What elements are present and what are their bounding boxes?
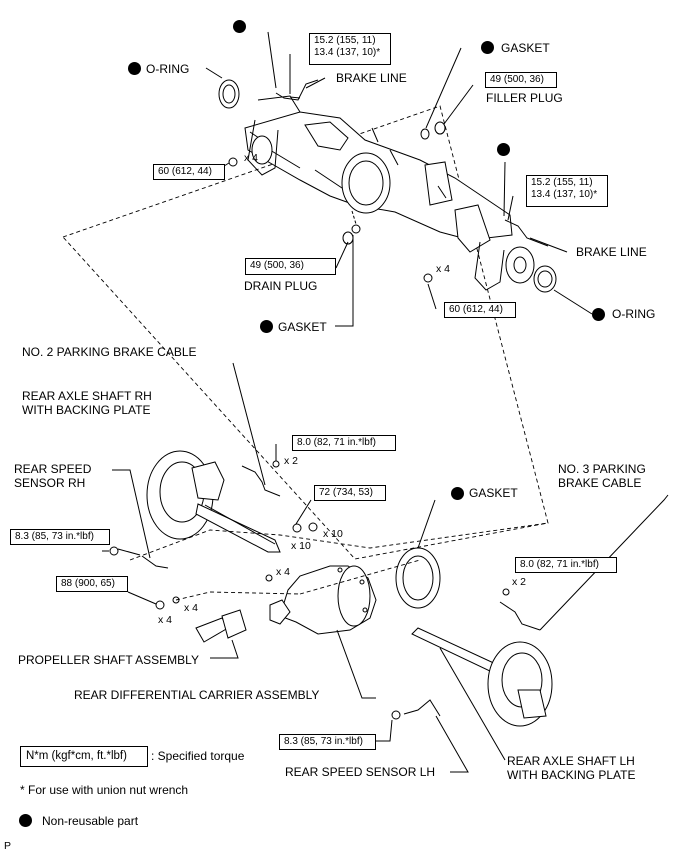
rear-axle-shaft-lh (411, 627, 553, 727)
label-gasket-carrier: GASKET (469, 486, 518, 500)
non-reusable-marker (19, 814, 32, 827)
qty-carrier-studs: x 4 (276, 566, 291, 578)
torque-parking-cable-bolt: 8.0 (82, 71 in.*lbf) (292, 435, 396, 451)
gasket-drain (351, 224, 361, 234)
legend-torque-box: N*m (kgf*cm, ft.*lbf) (20, 746, 148, 767)
label-o-ring-right: O-RING (612, 307, 656, 321)
label-brake-line-right: BRAKE LINE (576, 245, 647, 259)
qty-left-bolts: x 4 (244, 152, 259, 164)
legend-non-reusable: Non-reusable part (42, 814, 139, 828)
no3-parking-cable (499, 601, 541, 631)
label-rear-axle-lh-line2: WITH BACKING PLATE (507, 768, 636, 782)
torque-speed-sensor-lh: 8.3 (85, 73 in.*lbf) (279, 734, 376, 750)
torque-speed-sensor-rh: 8.3 (85, 73 in.*lbf) (10, 529, 110, 545)
label-no3-parking-line2: BRAKE CABLE (558, 476, 642, 490)
torque-drain-plug: 49 (500, 36) (245, 258, 336, 275)
qty-prop-washers: x 4 (184, 602, 199, 614)
filler-plug (434, 121, 446, 135)
qty-carrier-nuts: x 10 (291, 540, 311, 552)
legend-footnote: * For use with union nut wrench (20, 783, 189, 797)
label-rear-axle-rh-line2: WITH BACKING PLATE (22, 403, 151, 417)
non-reusable-marker (592, 308, 605, 321)
torque-carrier-nut: 72 (734, 53) (314, 485, 386, 501)
qty-right-bolts: x 4 (436, 263, 451, 275)
page-letter: P (4, 840, 12, 852)
carrier-gasket (395, 547, 441, 609)
label-brake-line-top: BRAKE LINE (336, 71, 407, 85)
label-rear-speed-sensor-lh: REAR SPEED SENSOR LH (285, 765, 436, 779)
qty-prop-bolts: x 4 (158, 614, 173, 626)
label-rear-axle-rh-line1: REAR AXLE SHAFT RH (22, 389, 152, 403)
qty-carrier-washers: x 10 (323, 528, 343, 540)
label-gasket-drain: GASKET (278, 320, 327, 334)
differential-carrier (269, 565, 377, 635)
speed-sensor-rh-body (117, 548, 169, 569)
non-reusable-marker (260, 320, 273, 333)
label-no2-parking-brake-cable: NO. 2 PARKING BRAKE CABLE (22, 345, 197, 359)
qty-cable-bolts: x 2 (284, 455, 299, 467)
non-reusable-marker (128, 62, 141, 75)
label-rear-axle-lh-line1: REAR AXLE SHAFT LH (507, 754, 635, 768)
lower-reference-outline (129, 522, 549, 561)
torque-propeller-bolt: 88 (900, 65) (56, 576, 128, 592)
label-o-ring-left: O-RING (146, 62, 190, 76)
torque-brake-line-top: 15.2 (155, 11) 13.4 (137, 10)* (309, 33, 391, 65)
brake-line-top (275, 79, 319, 101)
no2-parking-cable (241, 465, 281, 497)
label-filler-plug: FILLER PLUG (486, 91, 563, 105)
gasket-filler (420, 128, 430, 140)
label-gasket-top: GASKET (501, 41, 550, 55)
label-rear-speed-sensor-rh-line2: SENSOR RH (14, 476, 86, 490)
torque-parking-cable-no3: 8.0 (82, 71 in.*lbf) (515, 557, 617, 573)
legend-torque-desc: : Specified torque (151, 749, 245, 763)
label-rear-speed-sensor-rh-line1: REAR SPEED (14, 462, 92, 476)
o-ring-right (533, 265, 557, 293)
non-reusable-marker (233, 20, 246, 33)
qty-no3-bolts: x 2 (512, 576, 527, 588)
label-no3-parking-line1: NO. 3 PARKING (558, 462, 646, 476)
torque-bolt-right: 60 (612, 44) (444, 302, 516, 318)
torque-brake-line-right: 15.2 (155, 11) 13.4 (137, 10)* (526, 175, 608, 207)
label-drain-plug: DRAIN PLUG (244, 279, 318, 293)
torque-bolt-left: 60 (612, 44) (153, 164, 225, 180)
speed-sensor-lh-body (403, 699, 441, 717)
label-propeller-shaft-assembly: PROPELLER SHAFT ASSEMBLY (18, 653, 199, 667)
rear-axle-shaft-rh (146, 450, 281, 553)
axle-housing (244, 95, 535, 291)
label-rear-differential-carrier: REAR DIFFERENTIAL CARRIER ASSEMBLY (74, 688, 320, 702)
o-ring-left (218, 79, 240, 109)
propeller-shaft (195, 609, 247, 643)
non-reusable-marker (497, 143, 510, 156)
brake-line-right (504, 219, 549, 247)
torque-filler-plug: 49 (500, 36) (485, 72, 557, 88)
non-reusable-marker (481, 41, 494, 54)
non-reusable-marker (451, 487, 464, 500)
